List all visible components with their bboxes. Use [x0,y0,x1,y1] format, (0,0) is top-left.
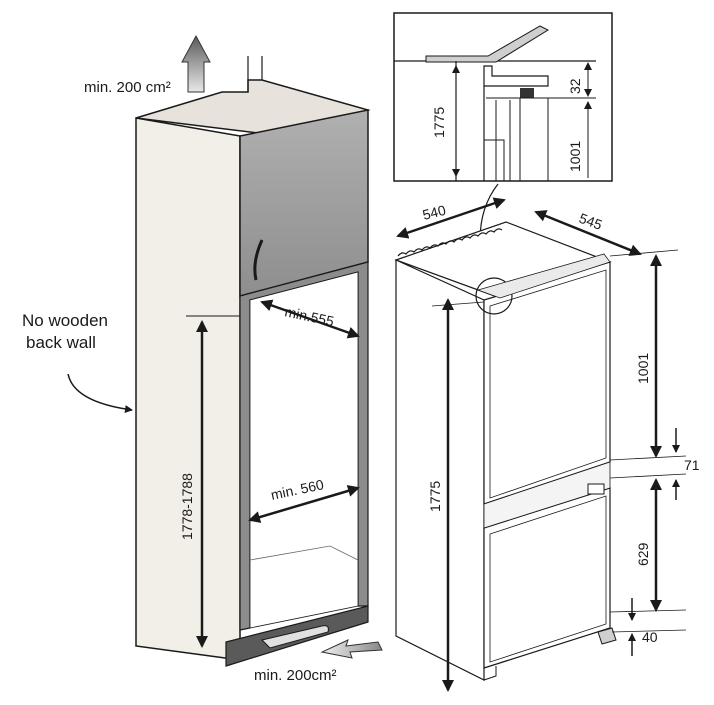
niche-width-dimension [248,485,360,523]
no-back-wall-pointer [67,373,133,414]
cabinet [67,34,383,667]
fridge [394,197,687,692]
fridge-upper-door [483,261,611,505]
door-handle [253,239,264,281]
detail-box [393,12,613,182]
top-vent-label: min. 200 cm² [84,79,171,96]
fridge-width-label: 540 [421,202,448,223]
niche-height-label: 1778-1788 [179,473,195,540]
detail-height-label: 1775 [431,107,447,138]
detail-gap-label: 32 [567,78,583,94]
detail-frame [393,12,613,182]
bottom-vent-arrow [320,639,383,659]
top-vent-arrow [181,34,211,93]
bottom-vent-label: min. 200cm² [254,667,337,684]
fridge-middle-gap-label: 71 [684,457,700,473]
fridge-upper-height-label: 1001 [635,353,651,384]
fridge-height-label: 1775 [427,481,443,512]
plinth-vent [261,625,329,649]
fridge-side [395,259,485,681]
niche-interior [249,271,359,629]
niche-depth-dimension [260,299,360,339]
no-wooden-label-line2: back wall [26,333,96,352]
cabinet-side-panel [135,117,241,661]
hinge-highlight-circle [475,277,513,315]
fridge-lower-height-label: 629 [635,542,651,566]
no-wooden-label-line1: No wooden [22,311,108,330]
fridge-bottom-gap-label: 40 [642,629,658,645]
fridge-depth-label: 545 [577,210,605,233]
detail-upper-label: 1001 [567,141,583,172]
